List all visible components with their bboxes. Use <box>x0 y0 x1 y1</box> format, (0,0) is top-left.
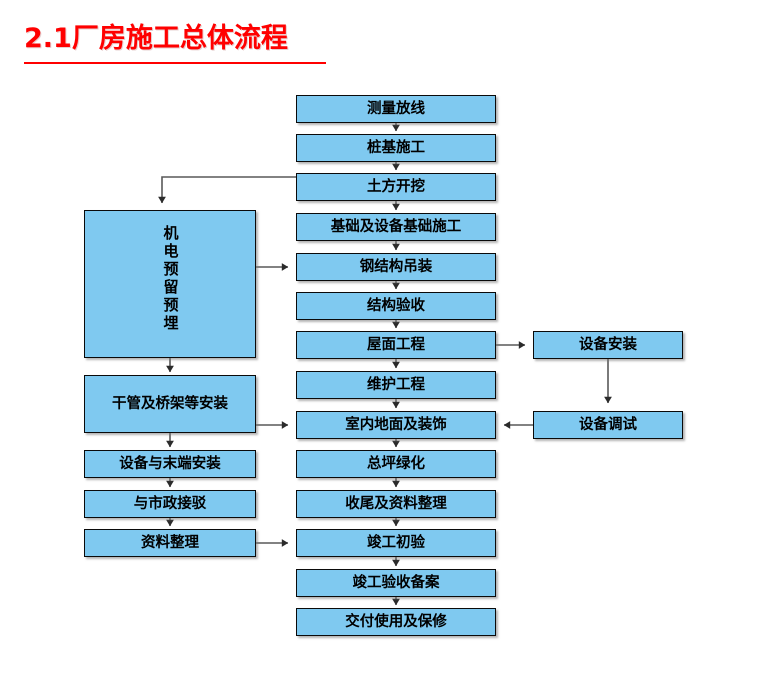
node-junggong-chuyan[interactable]: 竣工初验 <box>296 529 496 557</box>
node-jiegou-yanshou[interactable]: 结构验收 <box>296 292 496 320</box>
node-tufang[interactable]: 土方开挖 <box>296 173 496 201</box>
node-ziliao-zhengli[interactable]: 资料整理 <box>84 529 256 557</box>
node-label: 土方开挖 <box>367 178 425 195</box>
node-label: 与市政接驳 <box>133 495 207 512</box>
node-label: 竣工初验 <box>367 534 425 551</box>
title-block: 2.1厂房施工总体流程 <box>24 22 344 64</box>
node-zongping[interactable]: 总坪绿化 <box>296 450 496 478</box>
node-shouwei[interactable]: 收尾及资料整理 <box>296 490 496 518</box>
node-label: 设备与末端安装 <box>119 455 221 472</box>
node-zhuangji[interactable]: 桩基施工 <box>296 134 496 162</box>
node-gangjiegou[interactable]: 钢结构吊装 <box>296 253 496 281</box>
node-label: 收尾及资料整理 <box>345 495 447 512</box>
node-label: 设备调试 <box>579 416 637 433</box>
page-title: 2.1厂房施工总体流程 <box>24 23 288 54</box>
node-label: 资料整理 <box>141 534 199 551</box>
node-label: 总坪绿化 <box>367 455 425 472</box>
node-label: 室内地面及装饰 <box>345 416 447 433</box>
node-shebei-tiaoshi[interactable]: 设备调试 <box>533 411 683 439</box>
node-label: 基础及设备基础施工 <box>330 218 462 235</box>
connector-tufang-jdyuliu <box>158 176 296 204</box>
node-label: 设备安装 <box>579 336 637 353</box>
node-label: 干管及桥架等安装 <box>112 395 228 412</box>
node-label: 屋面工程 <box>367 336 425 353</box>
node-shizheng-jieb[interactable]: 与市政接驳 <box>84 490 256 518</box>
node-label: 维护工程 <box>367 376 425 393</box>
node-weihu[interactable]: 维护工程 <box>296 371 496 399</box>
node-jd-yuliu[interactable]: 机电预留预埋 <box>84 210 256 358</box>
node-shebei-moduan[interactable]: 设备与末端安装 <box>84 450 256 478</box>
node-celiang[interactable]: 测量放线 <box>296 95 496 123</box>
node-shebei-anzhuang[interactable]: 设备安装 <box>533 331 683 359</box>
title-underline <box>24 62 326 64</box>
node-label: 钢结构吊装 <box>359 258 433 275</box>
node-jichu[interactable]: 基础及设备基础施工 <box>296 213 496 241</box>
node-label: 测量放线 <box>367 100 425 117</box>
node-label: 交付使用及保修 <box>345 613 447 630</box>
node-junggong-beian[interactable]: 竣工验收备案 <box>296 569 496 597</box>
node-ganguan[interactable]: 干管及桥架等安装 <box>84 375 256 433</box>
node-label: 桩基施工 <box>367 139 425 156</box>
node-wumian[interactable]: 屋面工程 <box>296 331 496 359</box>
node-label: 机电预留预埋 <box>161 225 180 333</box>
node-label: 结构验收 <box>367 297 425 314</box>
node-jiaofu[interactable]: 交付使用及保修 <box>296 608 496 636</box>
node-label: 竣工验收备案 <box>352 574 440 591</box>
node-shinei[interactable]: 室内地面及装饰 <box>296 411 496 439</box>
